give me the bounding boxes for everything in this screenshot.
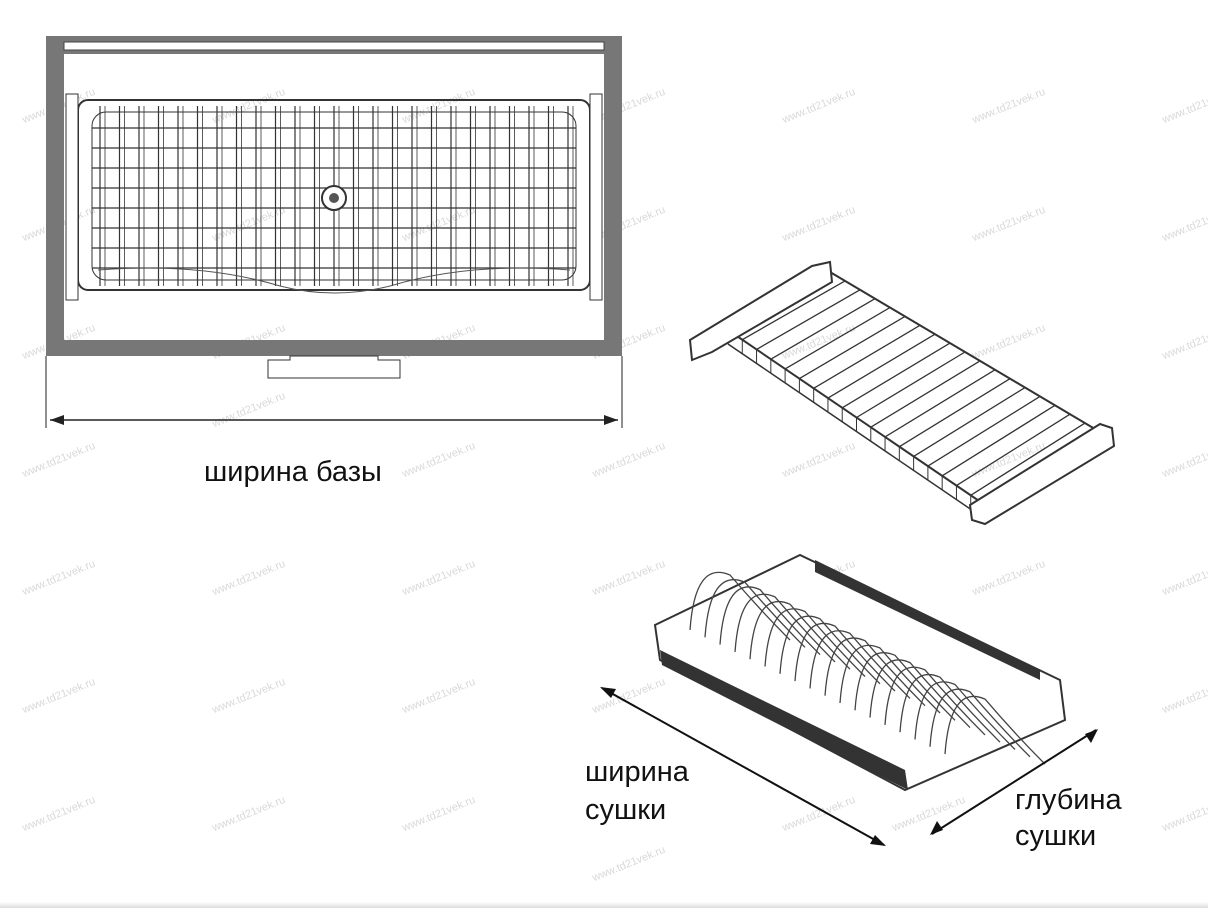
wire [856, 351, 966, 419]
cabinet-left-wall [46, 36, 64, 356]
plate-wire [869, 659, 971, 729]
cabinet-top-view [45, 36, 623, 428]
cabinet-right-wall [604, 36, 622, 356]
drip-tray-edge [97, 267, 571, 294]
wire [756, 289, 861, 351]
wire [898, 378, 1011, 448]
plate-wire [929, 688, 1031, 758]
wire [827, 333, 936, 399]
front-rail [660, 650, 908, 790]
wire [727, 329, 986, 506]
base-width-label: ширина базы [204, 456, 382, 488]
wire [813, 324, 921, 389]
plate-wire [704, 579, 806, 648]
plate-wire [839, 644, 941, 714]
handle [267, 355, 401, 379]
plate-wire [854, 652, 956, 721]
plate-wire [734, 593, 836, 663]
rack-frame [653, 553, 1067, 792]
back-rail [63, 41, 605, 51]
dryer-depth-arrow [931, 729, 1097, 835]
dryer-width-arrow [601, 687, 885, 846]
wire [799, 315, 906, 380]
plate-wire [899, 673, 1001, 743]
drain-center-dot [329, 193, 339, 203]
wire [770, 298, 876, 360]
cabinet-front [46, 340, 622, 356]
dryer-width-label-2: сушки [585, 794, 667, 826]
wire [941, 404, 1056, 477]
plate-wire [884, 666, 986, 736]
plate-wire [689, 571, 791, 641]
wire [829, 271, 1101, 433]
dryer-depth-label-1: глубина [1015, 784, 1122, 816]
dryer-width-label-1: ширина [585, 756, 689, 788]
plate-wire [719, 586, 821, 656]
wire [884, 369, 996, 438]
wire [927, 395, 1041, 467]
plate-wire [779, 615, 881, 685]
wire [870, 360, 981, 428]
plate-wire [764, 608, 866, 677]
plate-wire [944, 695, 1046, 765]
plate-wire [809, 630, 911, 699]
wire [956, 413, 1071, 487]
plate-wire [749, 600, 851, 670]
rack-end-cap [968, 422, 1116, 526]
wire [727, 343, 986, 520]
wire [913, 387, 1026, 457]
back-rail [815, 560, 1040, 680]
rack-end-cap [688, 260, 834, 362]
plate-wire [914, 681, 1016, 750]
wire [784, 306, 891, 370]
dryer-depth-label-2: сушки [1015, 820, 1097, 852]
wire [970, 422, 1086, 496]
left-runner [65, 93, 79, 301]
dimension-arrows [600, 687, 1098, 846]
right-runner [589, 93, 603, 301]
wire [741, 280, 846, 341]
plate-wire [794, 622, 896, 692]
dish-drying-rack-3d [653, 553, 1067, 792]
wire [841, 342, 951, 409]
flat-rack-3d [688, 260, 1116, 526]
plate-wire [824, 637, 926, 707]
